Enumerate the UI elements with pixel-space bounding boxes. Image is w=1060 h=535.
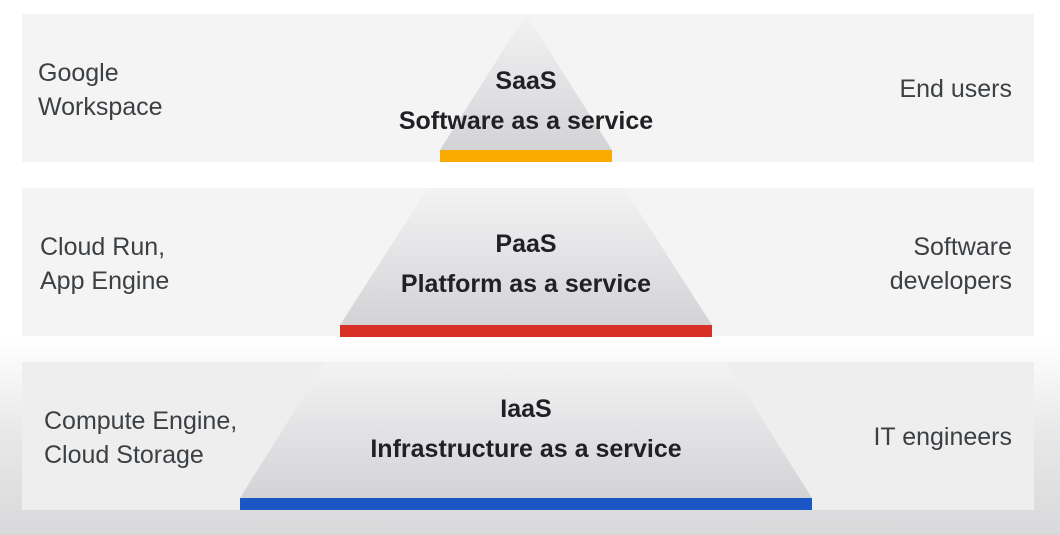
tier-paas-label: PaaS Platform as a service bbox=[276, 224, 776, 304]
examples-paas: Cloud Run, App Engine bbox=[40, 230, 169, 298]
pyramid-segment-iaas bbox=[240, 362, 812, 498]
audience-iaas-line1: IT engineers bbox=[873, 423, 1012, 451]
tier-paas-name: Platform as a service bbox=[400, 270, 652, 298]
examples-paas-line2: App Engine bbox=[40, 267, 170, 295]
examples-saas-line1: Google bbox=[38, 59, 119, 87]
examples-saas: Google Workspace bbox=[38, 56, 163, 124]
examples-iaas: Compute Engine, Cloud Storage bbox=[44, 404, 237, 472]
tier-saas-name: Software as a service bbox=[398, 107, 654, 135]
tier-paas-abbr: PaaS bbox=[495, 230, 557, 258]
audience-saas-line1: End users bbox=[899, 75, 1012, 103]
pyramid-segment-paas bbox=[340, 188, 712, 325]
tier-iaas-label: IaaS Infrastructure as a service bbox=[276, 389, 776, 469]
examples-iaas-line1: Compute Engine, bbox=[44, 407, 238, 435]
audience-paas-line2: developers bbox=[889, 267, 1012, 295]
tier-iaas-abbr: IaaS bbox=[500, 395, 552, 423]
audience-saas: End users bbox=[899, 72, 1012, 106]
examples-paas-line1: Cloud Run, bbox=[40, 233, 166, 261]
audience-iaas: IT engineers bbox=[873, 420, 1012, 454]
accent-bar-iaas bbox=[240, 498, 812, 510]
accent-bar-paas bbox=[340, 325, 712, 337]
tier-iaas-name: Infrastructure as a service bbox=[370, 435, 682, 463]
tier-saas-label: SaaS Software as a service bbox=[276, 61, 776, 141]
tier-saas-abbr: SaaS bbox=[495, 67, 557, 95]
examples-iaas-line2: Cloud Storage bbox=[44, 441, 204, 469]
examples-saas-line2: Workspace bbox=[38, 93, 163, 121]
pyramid-segment-saas bbox=[440, 14, 612, 150]
audience-paas-line1: Software bbox=[913, 233, 1012, 261]
accent-bar-saas bbox=[440, 150, 612, 162]
audience-paas: Software developers bbox=[890, 230, 1012, 298]
